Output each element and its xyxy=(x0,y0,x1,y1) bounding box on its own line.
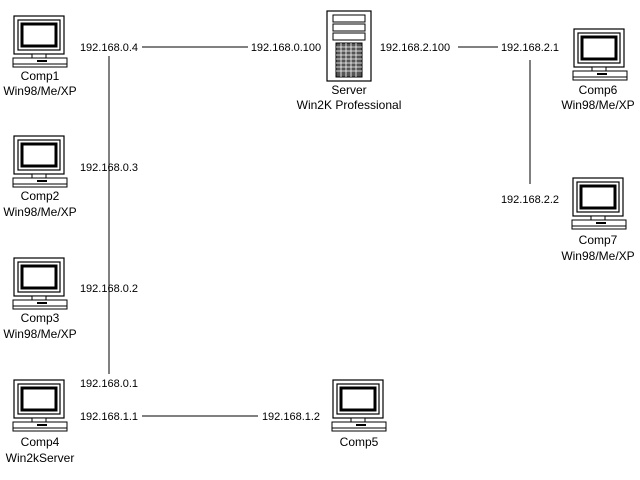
computer-icon-comp2 xyxy=(11,134,69,189)
comp2-name: Comp2 xyxy=(21,189,60,203)
comp7-name: Comp7 xyxy=(579,233,618,247)
computer-icon-comp3 xyxy=(11,256,69,311)
computer-icon-comp1 xyxy=(11,14,69,69)
comp7-os: Win98/Me/XP xyxy=(561,249,634,263)
server-os: Win2K Professional xyxy=(297,98,402,112)
ip-label-comp5: 192.168.1.2 xyxy=(262,411,320,423)
ip-label-comp7: 192.168.2.2 xyxy=(501,194,559,206)
ip-label-comp4-b: 192.168.1.1 xyxy=(80,411,138,423)
comp6-os: Win98/Me/XP xyxy=(561,98,634,112)
ip-label-comp6: 192.168.2.1 xyxy=(501,42,559,54)
server-name: Server xyxy=(331,83,366,97)
computer-icon-comp4 xyxy=(11,378,69,433)
comp6-name: Comp6 xyxy=(579,83,618,97)
computer-icon-comp6 xyxy=(571,27,629,82)
computer-icon-comp5 xyxy=(330,378,388,433)
comp3-os: Win98/Me/XP xyxy=(3,327,76,341)
comp5-name: Comp5 xyxy=(340,435,379,449)
ip-label-server-left: 192.168.0.100 xyxy=(251,42,321,54)
ip-label-comp2: 192.168.0.3 xyxy=(80,162,138,174)
comp1-os: Win98/Me/XP xyxy=(3,84,76,98)
server-icon xyxy=(326,10,372,82)
connections xyxy=(108,46,531,417)
comp4-os: Win2kServer xyxy=(6,451,75,465)
comp1-name: Comp1 xyxy=(21,69,60,83)
comp3-name: Comp3 xyxy=(21,311,60,325)
ip-label-comp1: 192.168.0.4 xyxy=(80,42,138,54)
ip-label-server-right: 192.168.2.100 xyxy=(380,42,450,54)
ip-label-comp3: 192.168.0.2 xyxy=(80,283,138,295)
comp2-os: Win98/Me/XP xyxy=(3,205,76,219)
computer-icon-comp7 xyxy=(570,176,628,231)
comp4-name: Comp4 xyxy=(21,435,60,449)
ip-label-comp4-a: 192.168.0.1 xyxy=(80,378,138,390)
